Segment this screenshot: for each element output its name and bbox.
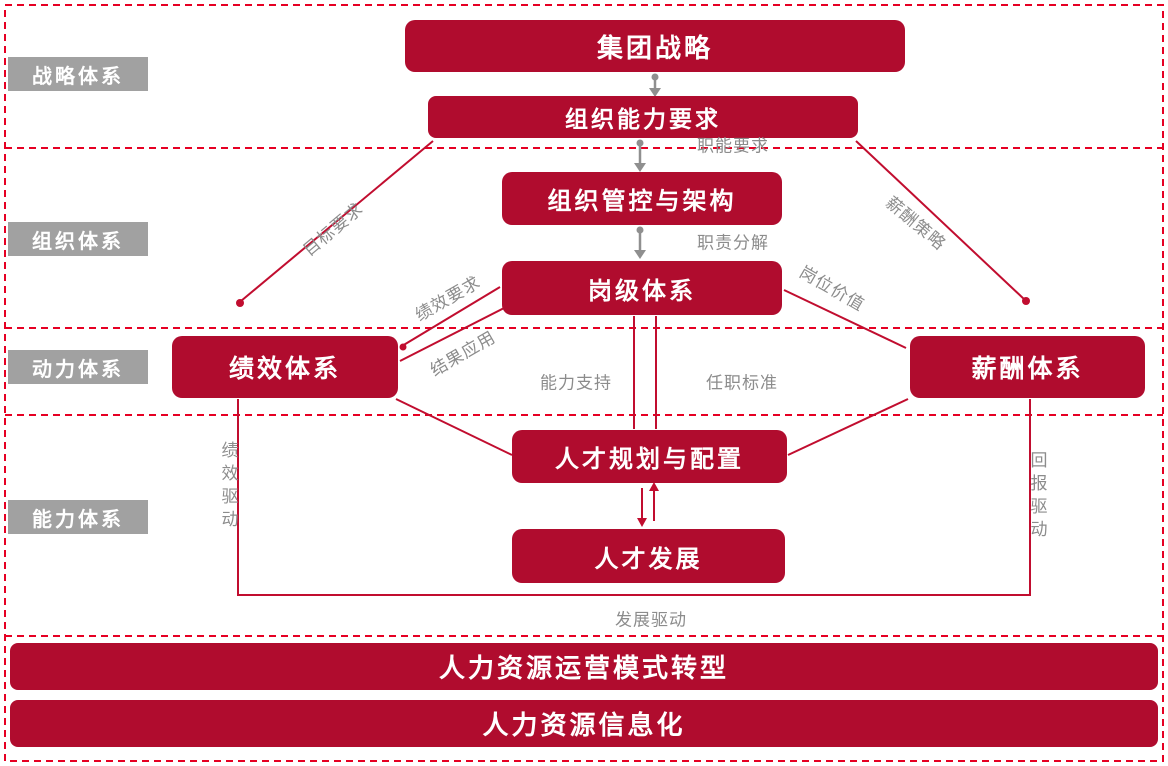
edge-label-capability-support: 能力支持 xyxy=(540,373,612,393)
band-label-motivation: 动力体系 xyxy=(8,350,148,384)
node-position-grade-system: 岗级体系 xyxy=(502,261,782,315)
band-label-organization: 组织体系 xyxy=(8,222,148,256)
node-talent-planning: 人才规划与配置 xyxy=(512,430,787,483)
edge-label-responsibility-breakdown: 职责分解 xyxy=(697,233,769,253)
gray-endpoints xyxy=(634,73,661,259)
band-label-capability: 能力体系 xyxy=(8,500,148,534)
node-org-control-structure: 组织管控与架构 xyxy=(502,172,782,225)
red-connectors xyxy=(237,140,1031,596)
red-endpoints xyxy=(236,297,1030,527)
node-performance-system: 绩效体系 xyxy=(172,336,398,398)
node-hr-operation-transform: 人力资源运营模式转型 xyxy=(10,643,1158,690)
band-label-strategy: 战略体系 xyxy=(8,57,148,91)
node-group-strategy: 集团战略 xyxy=(405,20,905,72)
node-compensation-system: 薪酬体系 xyxy=(910,336,1145,398)
edge-label-return-driven: 回报驱动 xyxy=(1027,451,1047,543)
edge-label-development-driven: 发展驱动 xyxy=(615,610,687,630)
node-hr-informatization: 人力资源信息化 xyxy=(10,700,1158,747)
node-talent-development: 人才发展 xyxy=(512,529,785,583)
edge-label-qualification-standard: 任职标准 xyxy=(706,373,778,393)
node-org-capability-req: 组织能力要求 xyxy=(428,96,858,138)
edge-label-performance-driven: 绩效驱动 xyxy=(218,441,238,533)
edge-label-functional-requirement: 职能要求 xyxy=(697,136,769,156)
band-borders xyxy=(4,4,1164,762)
